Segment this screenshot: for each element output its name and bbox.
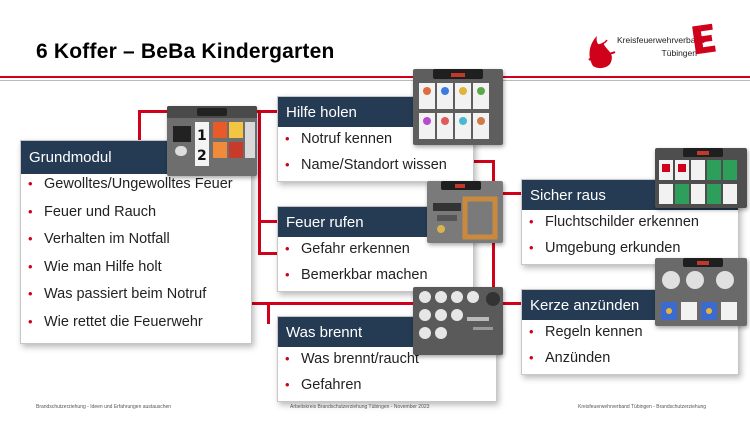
title-divider [0, 76, 750, 78]
svg-text:2: 2 [197, 148, 207, 164]
logo-flame-icon [588, 36, 616, 69]
list-item: •Feuer und Rauch [28, 203, 157, 220]
svg-text:1: 1 [197, 128, 207, 144]
list-item: •Verhalten im Notfall [28, 231, 170, 247]
connector-grundmodul-up [138, 111, 141, 141]
connector-to-sicher [492, 192, 522, 195]
slide-title: 6 Koffer – BeBa Kindergarten [36, 40, 335, 63]
connector-to-brennt [267, 302, 270, 324]
photo-grundmodul-koffer: 1 2 [167, 106, 257, 176]
list-item: •Notruf kennen [285, 131, 393, 147]
logo-line-2: Tübingen [661, 48, 697, 58]
logo-line-1: Kreisfeuerwehrverband [617, 35, 705, 45]
connector-to-kerze [250, 302, 522, 305]
list-item: •Name/Standort wissen [285, 157, 447, 173]
connector-to-feuer-lower [258, 252, 278, 255]
list-item: •Gefahren [285, 377, 362, 393]
footer-center: Arbeitskreis Brandschutzerziehung Tübing… [290, 404, 430, 410]
logo-e-icon [692, 23, 716, 55]
title-divider-secondary [0, 80, 750, 81]
list-item: •Was passiert beim Notruf [28, 286, 207, 302]
list-item: •Anzünden [529, 350, 611, 366]
list-item: •Gefahr erkennen [285, 241, 410, 257]
connector-to-feuer [258, 220, 278, 223]
list-item: •Was brennt/raucht [285, 351, 419, 367]
photo-sicher-raus-koffer [655, 148, 747, 208]
photo-was-brennt-koffer [413, 287, 503, 355]
list-item: •Regeln kennen [529, 324, 643, 340]
photo-hilfe-holen-koffer [413, 69, 503, 145]
list-item: •Wie man Hilfe holt [28, 258, 162, 275]
list-item: •Umgebung erkunden [529, 240, 681, 256]
footer-right: Kreisfeuerwehrverband Tübingen - Brandsc… [578, 404, 707, 410]
connector-to-right [474, 160, 494, 163]
list-item: •Gewolltes/Ungewolltes Feuer [28, 176, 233, 192]
photo-feuer-rufen-koffer [427, 181, 503, 243]
connector-vertical-left [258, 110, 261, 255]
photo-kerze-anzuenden-koffer [655, 258, 747, 326]
list-item: •Wie rettet die Feuerwehr [28, 313, 203, 330]
footer-left: Brandschutzerziehung - Ideen und Erfahru… [36, 404, 172, 410]
list-item: •Bemerkbar machen [285, 267, 428, 283]
list-item: •Fluchtschilder erkennen [529, 214, 699, 230]
